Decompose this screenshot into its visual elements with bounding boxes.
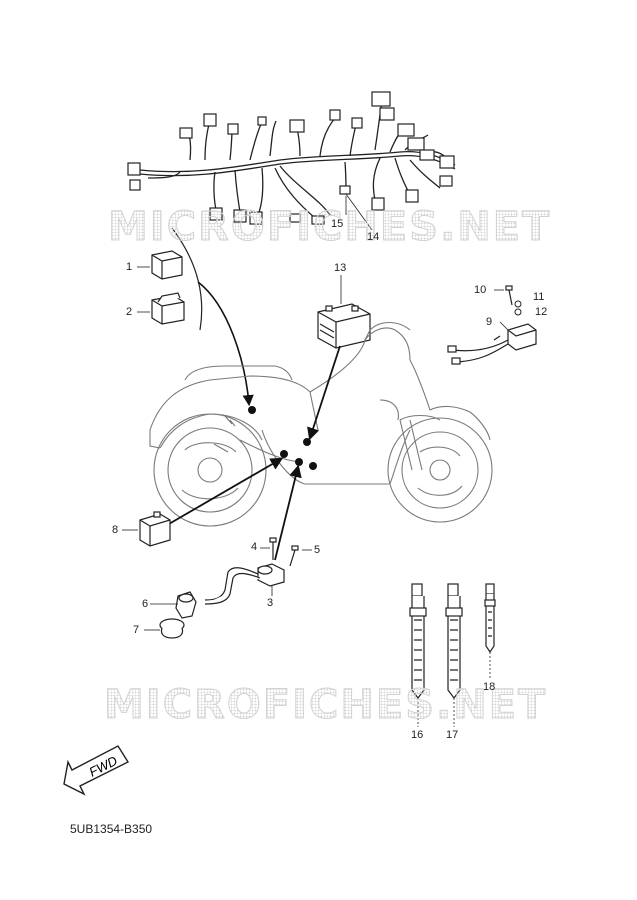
callout-1: 1 — [126, 261, 133, 273]
callout-8: 8 — [112, 524, 119, 536]
cable-tie-17 — [445, 583, 463, 699]
seal-7 — [159, 618, 185, 639]
callout-7: 7 — [133, 624, 140, 636]
callout-4: 4 — [251, 541, 258, 553]
bolt-4 — [269, 537, 277, 560]
washer-11 — [514, 300, 522, 308]
callout-5: 5 — [314, 544, 321, 556]
callout-16: 16 — [411, 729, 424, 741]
callout-9: 9 — [486, 316, 493, 328]
callout-3: 3 — [267, 597, 274, 609]
ignition-coil-3 — [204, 563, 285, 605]
nut-12 — [514, 308, 522, 316]
relay-socket-2 — [151, 292, 185, 325]
cable-tie-16 — [409, 583, 427, 699]
diagram-code: 5UB1354-B350 — [70, 822, 153, 836]
callout-15: 15 — [331, 218, 344, 230]
relay-1 — [151, 250, 183, 280]
callout-12: 12 — [535, 306, 548, 318]
harness-connectors — [127, 91, 455, 225]
scooter-outline — [149, 321, 493, 527]
callout-11: 11 — [533, 291, 545, 303]
pointer-arrows — [161, 345, 341, 561]
plug-cap-6 — [175, 591, 197, 619]
callout-13: 13 — [334, 262, 347, 274]
battery-13 — [317, 303, 371, 349]
callout-14: 14 — [367, 231, 380, 243]
callout-17: 17 — [446, 729, 459, 741]
unit-9 — [447, 323, 537, 365]
callout-2: 2 — [126, 306, 133, 318]
callout-6: 6 — [142, 598, 149, 610]
fwd-label: FWD — [87, 753, 120, 780]
mount-points — [248, 406, 317, 470]
bolt-10 — [505, 285, 513, 306]
cable-tie-18 — [484, 583, 496, 654]
callout-18: 18 — [483, 681, 496, 693]
callout-10: 10 — [474, 284, 487, 296]
relay-8 — [139, 511, 171, 547]
bolt-5 — [289, 545, 299, 567]
fwd-arrow-icon: FWD — [63, 745, 130, 796]
watermark-bottom: MICROFICHES.NET — [103, 682, 548, 729]
watermark-top: MICROFICHES.NET — [107, 204, 552, 251]
